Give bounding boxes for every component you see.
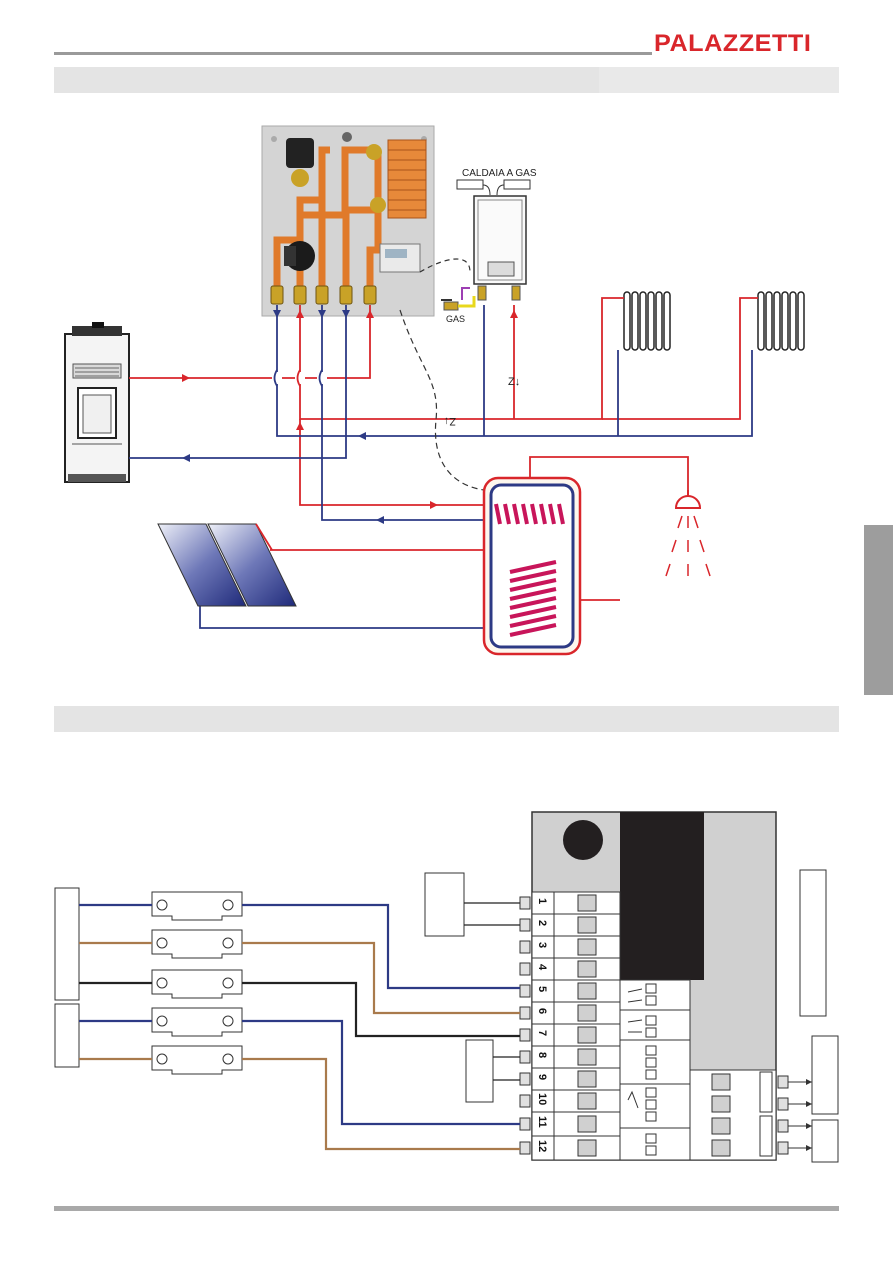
- thermostat-box: [465, 1039, 494, 1103]
- gas-boiler: CALDAIA A GAS GAS: [441, 168, 537, 324]
- z-label-2: Z↓: [444, 415, 456, 427]
- side-tab: [864, 525, 893, 695]
- hydraulic-diagram: CALDAIA A GAS GAS: [64, 125, 805, 656]
- gas-label: GAS: [446, 314, 465, 324]
- section-band-2: [54, 706, 839, 732]
- terminal-8: 8: [536, 1052, 548, 1058]
- radiator-1: [623, 291, 671, 351]
- storage-tank: [482, 476, 582, 656]
- hot-water-lines: [129, 297, 758, 601]
- terminal-3: 3: [536, 942, 548, 948]
- connector-blocks: [151, 891, 243, 1075]
- boiler-label: CALDAIA A GAS: [462, 168, 537, 179]
- hydraulic-kit-panel: [261, 125, 435, 317]
- footer-rule: [54, 1206, 839, 1211]
- terminal-10: 10: [536, 1093, 548, 1105]
- terminal-7: 7: [536, 1030, 548, 1036]
- shower-icon: [665, 490, 711, 577]
- header-rule: [54, 52, 652, 55]
- pellet-stove: [64, 322, 130, 483]
- terminal-4: 4: [536, 964, 548, 971]
- brand-logo: PALAZZETTI: [654, 30, 812, 57]
- wiring-diagram: 1 2 3 4 5 6 7 8 9 10 11 12: [54, 811, 839, 1163]
- solar-panels: [157, 523, 297, 607]
- terminal-1: 1: [536, 898, 548, 904]
- terminal-12: 12: [536, 1140, 548, 1152]
- terminal-11: 11: [536, 1116, 548, 1128]
- z-label: Z↓: [508, 376, 520, 388]
- power-box: [54, 887, 80, 1001]
- sensor-box: [424, 872, 465, 937]
- terminal-5: 5: [536, 986, 548, 992]
- terminal-9: 9: [536, 1074, 548, 1080]
- section-band-1: [54, 67, 839, 93]
- terminal-6: 6: [536, 1008, 548, 1014]
- terminal-block: [532, 892, 620, 1160]
- terminal-2: 2: [536, 920, 548, 926]
- radiator-2: [757, 291, 805, 351]
- pump-box: [54, 1003, 80, 1068]
- relay-contacts: [620, 983, 690, 1156]
